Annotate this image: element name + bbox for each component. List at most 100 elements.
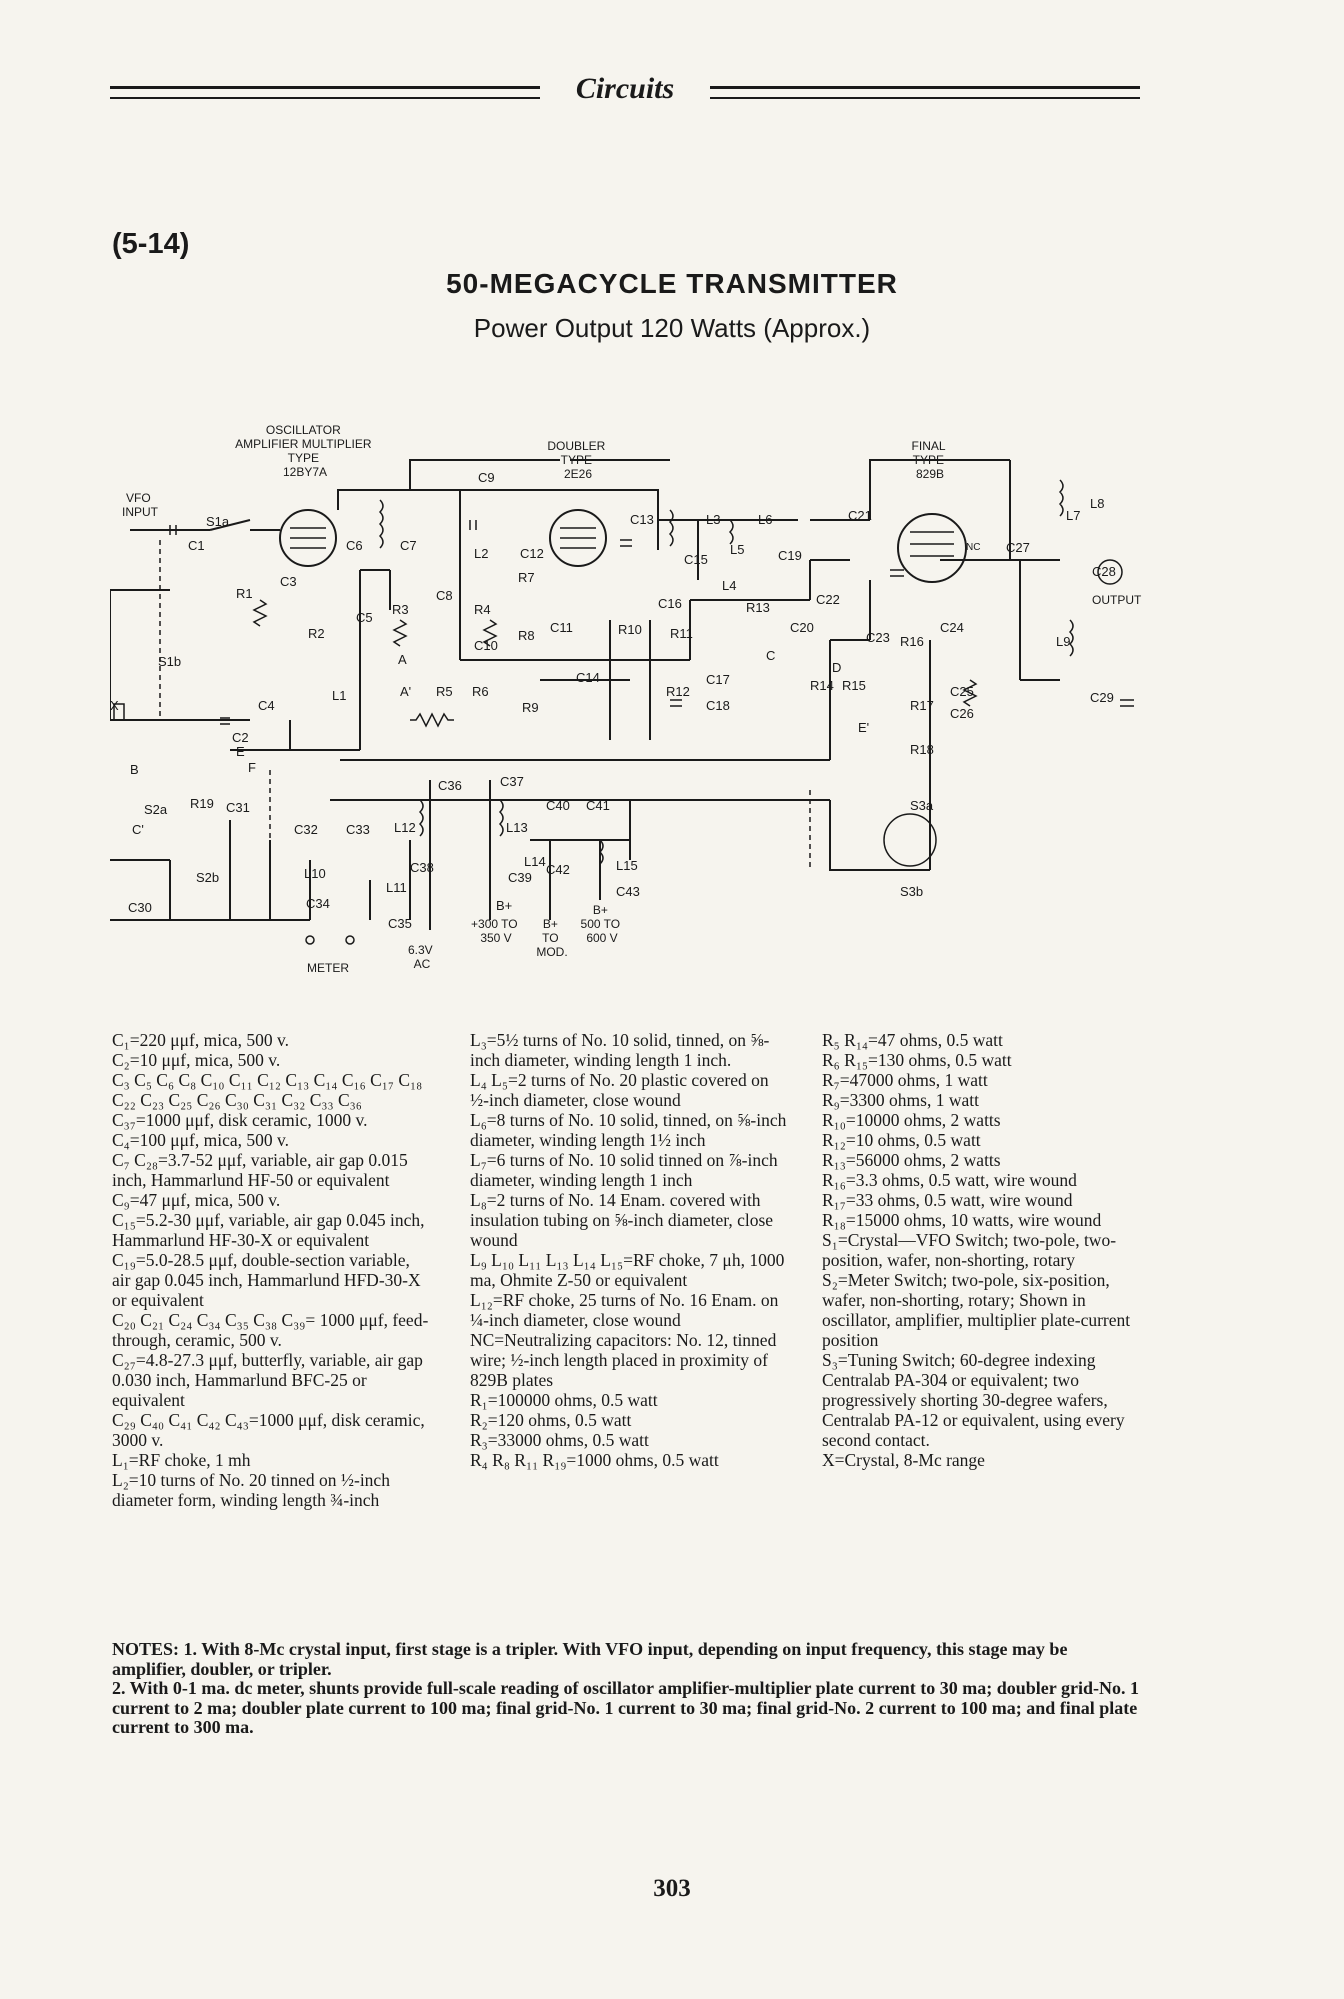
part-entry: R₆ R₁₅=130 ohms, 0.5 watt [822,1050,1012,1070]
ref-nc: NC [966,542,980,553]
ref-c43: C43 [616,884,640,899]
ref-r1: R1 [236,586,253,601]
ref-c25: C25 [950,684,974,699]
part-entry: L₄ L₅=2 turns of No. 20 plastic covered … [470,1070,769,1110]
ref-b: B [130,762,139,777]
ref-r8: R8 [518,628,535,643]
ref-l3: L3 [706,512,720,527]
parts-list-column-3: R₅ R₁₄=47 ohms, 0.5 watt R₆ R₁₅=130 ohms… [822,1030,1142,1470]
ref-a-prime: A' [400,684,411,699]
heater-supply-label: 6.3V AC [408,943,436,971]
resistors [252,599,978,728]
ref-r2: R2 [308,626,325,641]
ref-c36: C36 [438,778,462,793]
part-entry: R₁=100000 ohms, 0.5 watt [470,1390,658,1410]
ref-r16: R16 [900,634,924,649]
part-entry: C₂₇=4.8-27.3 μμf, butterfly, variable, a… [112,1350,423,1410]
ref-c41: C41 [586,798,610,813]
ref-c39: C39 [508,870,532,885]
ref-r5: R5 [436,684,453,699]
page-number: 303 [653,1875,691,1902]
ref-r19: R19 [190,796,214,811]
ref-r10: R10 [618,622,642,637]
ref-c38: C38 [410,860,434,875]
ref-c2: C2 [232,730,249,745]
circuit-subtitle: Power Output 120 Watts (Approx.) [473,313,871,343]
ref-l8: L8 [1090,496,1104,511]
stage-label-doubler: DOUBLER TYPE 2E26 [547,439,608,481]
ref-r13: R13 [746,600,770,615]
ref-c23: C23 [866,630,890,645]
ref-s2a: S2a [144,802,168,817]
part-entry: L₉ L₁₀ L₁₁ L₁₃ L₁₄ L₁₅=RF choke, 7 μh, 1… [470,1250,785,1290]
stage-label-oscillator: OSCILLATOR AMPLIFIER MULTIPLIER TYPE 12B… [235,423,375,479]
b-plus-600-label: B+ 500 TO 600 V [581,903,624,945]
ref-c1: C1 [188,538,205,553]
crystal-x [113,703,125,721]
parts-list-column-2: L₃=5½ turns of No. 10 solid, tinned, on … [470,1030,790,1470]
ref-l7: L7 [1066,508,1080,523]
running-title: Circuits [575,72,675,105]
part-entry: R₁₆=3.3 ohms, 0.5 watt, wire wound [822,1170,1077,1190]
ref-c31: C31 [226,800,250,815]
ref-c42: C42 [546,862,570,877]
running-header: Circuits [110,70,1140,110]
tube-829b [897,513,967,583]
part-entry: S₃=Tuning Switch; 60-degree indexing Cen… [822,1350,1125,1450]
ref-d: D [832,660,841,675]
capacitors [169,520,1134,725]
ref-l10: L10 [304,866,326,881]
ref-c17: C17 [706,672,730,687]
ref-r4: R4 [474,602,491,617]
ref-c5: C5 [356,610,373,625]
ref-c21: C21 [848,508,872,523]
parts-list-column-1: C₁=220 μμf, mica, 500 v. C₂=10 μμf, mica… [112,1030,432,1510]
ref-c9: C9 [478,470,495,485]
part-entry: R₃=33000 ohms, 0.5 watt [470,1430,649,1450]
part-entry: R₄ R₈ R₁₁ R₁₉=1000 ohms, 0.5 watt [470,1450,719,1470]
ref-b-plus: B+ [496,898,512,913]
tuning-switch-s3 [883,813,937,867]
transmitter-schematic: OSCILLATOR AMPLIFIER MULTIPLIER TYPE 12B… [110,423,1142,975]
part-entry: L₆=8 turns of No. 10 solid, tinned, on ⅝… [470,1110,787,1150]
ref-c34: C34 [306,896,330,911]
inductor-coils [378,479,1074,865]
ref-r6: R6 [472,684,489,699]
ref-r17: R17 [910,698,934,713]
ref-c18: C18 [706,698,730,713]
ref-c30: C30 [128,900,152,915]
ref-c35: C35 [388,916,412,931]
ref-r18: R18 [910,742,934,757]
meter-terminal-minus [345,935,355,945]
vfo-input-label: VFO INPUT [122,491,159,519]
header-rule-left [110,86,540,99]
ref-c11: C11 [550,620,573,635]
ref-l2: L2 [474,546,488,561]
part-entry: R₇=47000 ohms, 1 watt [822,1070,988,1090]
component-ref-labels: C1 C2 C3 C4 C5 C6 C7 C8 C9 C10 C11 C12 C… [110,470,1116,931]
output-jack [1097,559,1123,585]
ref-f: F [248,760,256,775]
ref-c10: C10 [474,638,498,653]
ref-e-prime: E' [858,720,869,735]
part-entry: C₂=10 μμf, mica, 500 v. [112,1050,281,1070]
ref-c8: C8 [436,588,453,603]
ref-s3a: S3a [910,798,934,813]
output-label: OUTPUT [1092,593,1142,607]
ref-c12: C12 [520,546,544,561]
part-entry: S₁=Crystal—VFO Switch; two-pole, two-pos… [822,1230,1117,1270]
wire-grid-lines [110,490,850,751]
meter-terminal-plus [305,935,315,945]
ref-c19: C19 [778,548,802,563]
ref-s3b: S3b [900,884,923,899]
ref-c29: C29 [1090,690,1114,705]
part-entry: R₁₀=10000 ohms, 2 watts [822,1110,1001,1130]
switch-ganging-links [159,540,811,870]
part-entry: C₁₅=5.2-30 μμf, variable, air gap 0.045 … [112,1210,425,1250]
header-rule-right [710,86,1140,99]
ref-c40: C40 [546,798,570,813]
part-entry: R₂=120 ohms, 0.5 watt [470,1410,632,1430]
ref-l4: L4 [722,578,736,593]
notes-block: NOTES: 1. With 8-Mc crystal input, first… [112,1639,1142,1738]
